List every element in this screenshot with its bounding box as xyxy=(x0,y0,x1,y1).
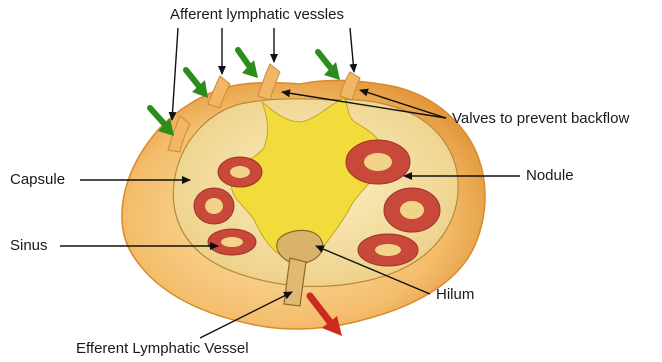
green-arrow-1 xyxy=(150,108,174,136)
afferent-leader-1 xyxy=(172,28,178,120)
nodule-center-lower-left xyxy=(221,237,243,247)
green-arrow-4 xyxy=(318,52,340,80)
sinus-label: Sinus xyxy=(10,237,48,254)
green-arrow-2 xyxy=(186,70,208,98)
nodule-center-upper-right xyxy=(364,153,392,171)
nodule-center-left xyxy=(205,198,223,214)
nodule-label: Nodule xyxy=(526,167,574,184)
capsule-label: Capsule xyxy=(10,171,65,188)
efferent-label: Efferent Lymphatic Vessel xyxy=(76,340,249,357)
nodule-center-lower-right xyxy=(375,244,401,256)
nodule-center-upper-left xyxy=(230,166,250,178)
green-arrow-3 xyxy=(238,50,258,78)
hilum-label: Hilum xyxy=(436,286,474,303)
afferent-leader-4 xyxy=(350,28,354,72)
valves-label: Valves to prevent backflow xyxy=(452,110,629,127)
afferent-label: Afferent lymphatic vessles xyxy=(170,6,344,23)
nodule-center-right xyxy=(400,201,424,219)
hilum-shape xyxy=(277,230,323,263)
